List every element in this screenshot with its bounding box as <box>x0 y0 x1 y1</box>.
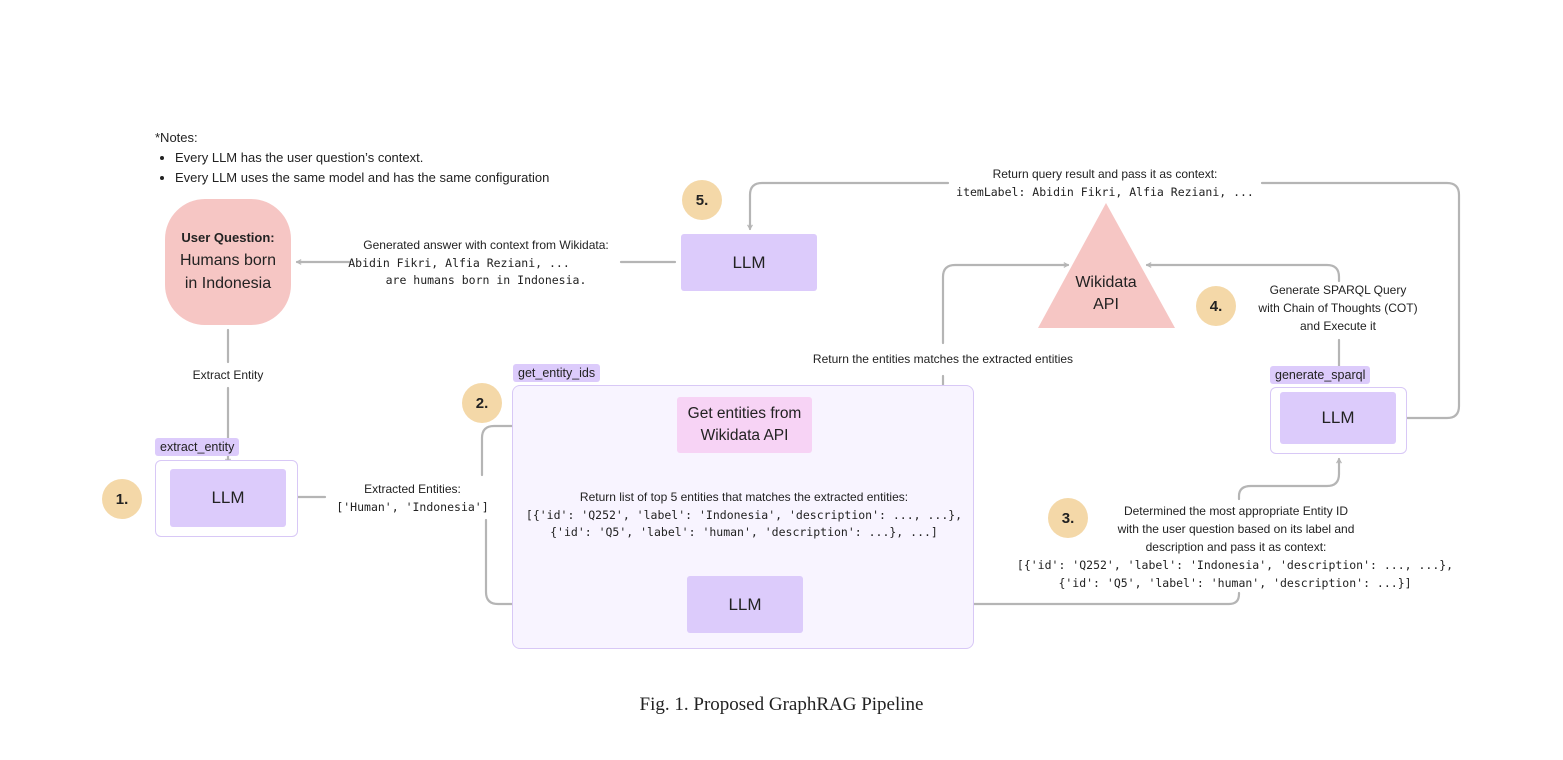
arrow-returnquery-to-llm5 <box>747 181 950 231</box>
sparql-line1: Generate SPARQL Query <box>1269 283 1407 297</box>
wikidata-api-triangle <box>1038 203 1175 328</box>
arrow-extracted-to-getentities <box>480 423 672 477</box>
line-llm3-return-loop <box>1260 181 1461 420</box>
return-matches-label: Return the entities matches the extracte… <box>812 352 1074 366</box>
arrow-sparql-to-wikidata <box>1145 262 1341 283</box>
user-question-title: User Question: <box>181 229 275 245</box>
extracted-entities-title: Extracted Entities: <box>364 482 461 496</box>
get-entities-line2: Wikidata API <box>700 427 789 444</box>
llm-get-entity-ids: LLM <box>687 576 803 633</box>
determined-line1: Determined the most appropriate Entity I… <box>1123 504 1349 518</box>
arrow-extracted-to-llm2 <box>484 518 682 607</box>
llm-generate-sparql: LLM <box>1280 392 1396 444</box>
extract-entity-label: Extract Entity <box>192 368 264 382</box>
sparql-line2: with Chain of Thoughts (COT) <box>1258 301 1418 315</box>
sparql-line3: and Execute it <box>1299 319 1377 333</box>
arrow-determined-to-llm3 <box>1237 457 1342 501</box>
top5-title: Return list of top 5 entities that match… <box>579 490 909 504</box>
step-5-badge: 5. <box>682 180 722 220</box>
answer-line1: Generated answer with context from Wikid… <box>363 238 609 252</box>
top5-code-line2: {'id': 'Q5', 'label': 'human', 'descript… <box>550 525 938 539</box>
extract-entity-tag: extract_entity <box>155 438 240 456</box>
wikidata-api-label: Wikidata API <box>1046 272 1166 316</box>
notes-list: Every LLM has the user question’s contex… <box>155 148 549 188</box>
llm-answer: LLM <box>681 234 817 291</box>
llm-extract-entity: LLM <box>170 469 286 527</box>
get-entities-node: Get entities from Wikidata API <box>677 397 812 453</box>
step-3-badge: 3. <box>1048 498 1088 538</box>
notes-title: *Notes: <box>155 130 198 145</box>
determined-line3: description and pass it as context: <box>1145 540 1327 554</box>
top5-code-line1: [{'id': 'Q252', 'label': 'Indonesia', 'd… <box>525 508 963 522</box>
get-entities-line1: Get entities from <box>687 405 802 422</box>
determined-line2: with the user question based on its labe… <box>1117 522 1355 536</box>
step-4-badge: 4. <box>1196 286 1236 326</box>
notes-block: *Notes: Every LLM has the user question’… <box>155 128 549 188</box>
user-question-line2: in Indonesia <box>184 274 272 292</box>
user-question-node: User Question: Humans born in Indonesia <box>165 199 291 325</box>
determined-code-line1: [{'id': 'Q252', 'label': 'Indonesia', 'd… <box>1016 558 1454 572</box>
step-1-badge: 1. <box>102 479 142 519</box>
wikidata-line2: API <box>1093 296 1119 313</box>
notes-item: Every LLM has the user question’s contex… <box>175 148 549 168</box>
wikidata-line1: Wikidata <box>1075 274 1137 291</box>
user-question-line1: Humans born <box>179 251 277 269</box>
arrow-return-to-wikidata <box>941 262 1070 345</box>
return-query-line2: itemLabel: Abidin Fikri, Alfia Reziani, … <box>956 185 1254 199</box>
line-llm2-to-determined <box>806 591 1241 606</box>
generate-sparql-tag: generate_sparql <box>1270 366 1371 384</box>
return-query-line1: Return query result and pass it as conte… <box>992 167 1218 181</box>
notes-item: Every LLM uses the same model and has th… <box>175 168 549 188</box>
extracted-entities-value: ['Human', 'Indonesia'] <box>336 500 489 514</box>
answer-line3: are humans born in Indonesia. <box>385 273 587 287</box>
determined-code-line2: {'id': 'Q5', 'label': 'human', 'descript… <box>1058 576 1412 590</box>
answer-line2: Abidin Fikri, Alfia Reziani, ... <box>348 256 570 270</box>
step-2-badge: 2. <box>462 383 502 423</box>
figure-caption: Fig. 1. Proposed GraphRAG Pipeline <box>639 694 924 715</box>
get-entity-ids-tag: get_entity_ids <box>513 364 601 382</box>
